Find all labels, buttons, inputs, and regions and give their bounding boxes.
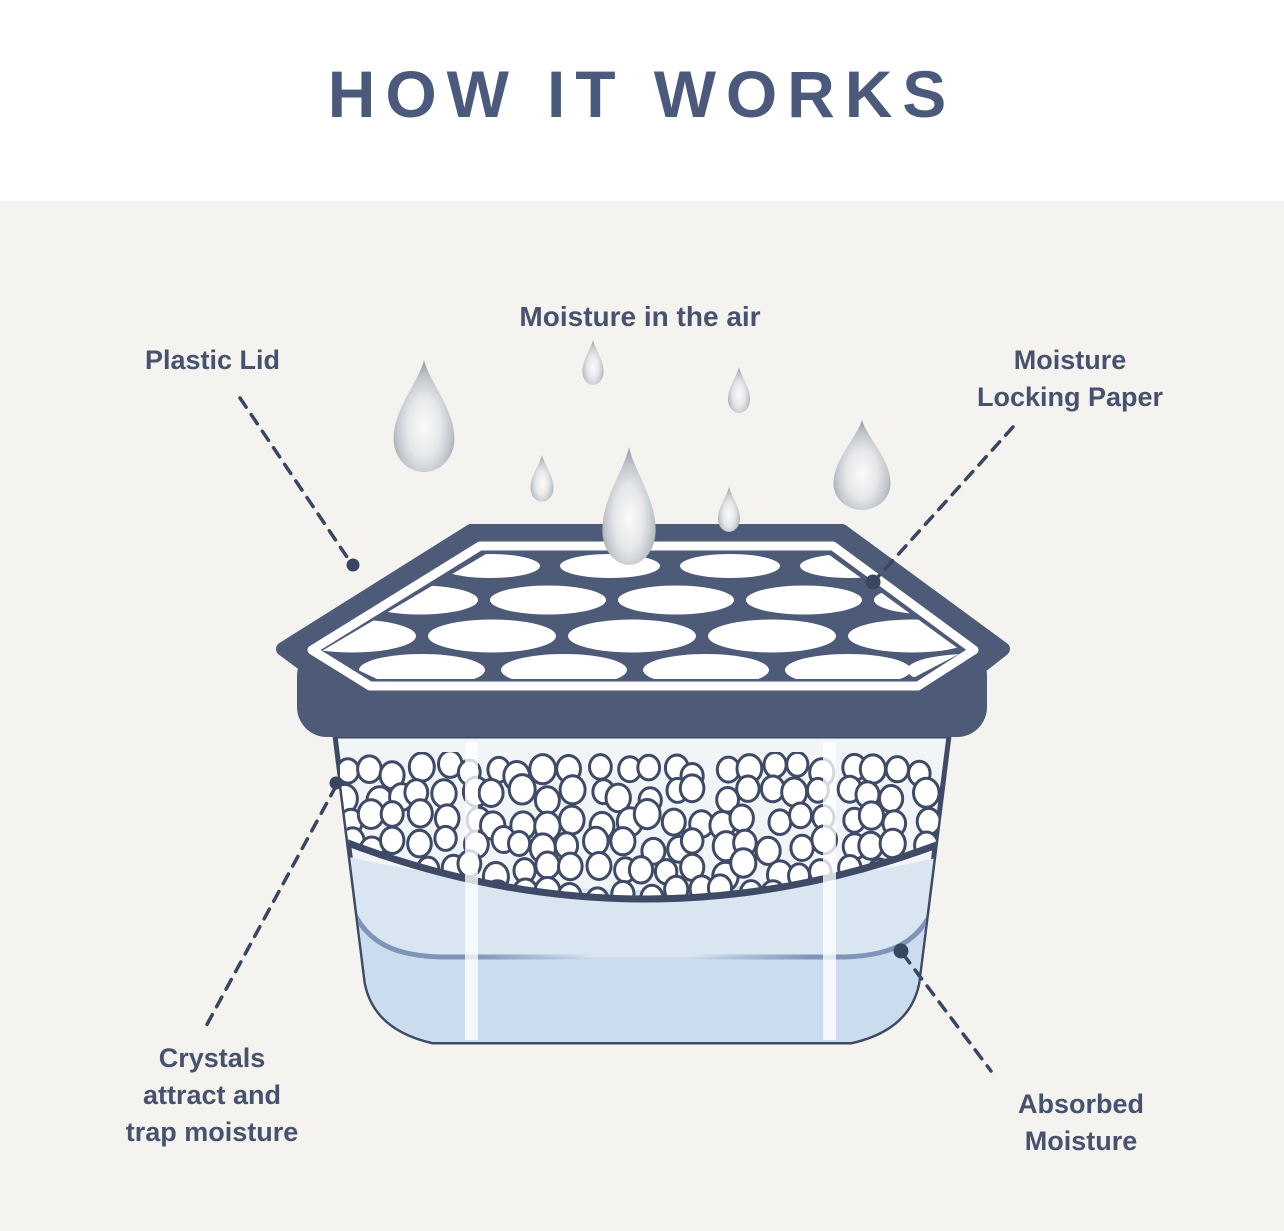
lid-inner-edge — [307, 541, 979, 691]
water-droplet-icon — [582, 340, 604, 385]
callout-line-locking-paper — [875, 425, 1015, 580]
water-droplet-icon — [717, 487, 741, 532]
glass-highlight — [823, 742, 836, 1040]
callout-dot-absorbed — [893, 943, 909, 959]
container-lid — [276, 524, 1010, 737]
callout-dot-locking-paper — [865, 574, 881, 590]
water-droplet-icon — [393, 360, 455, 473]
callout-dots — [329, 558, 909, 959]
label-crystals: Crystals attract and trap moisture — [125, 1043, 299, 1147]
water-droplet-icon — [530, 455, 554, 502]
label-plastic-lid: Plastic Lid — [145, 345, 281, 375]
callout-line-absorbed — [901, 952, 993, 1073]
water-droplet-icon — [833, 420, 891, 511]
callout-line-plastic-lid — [238, 396, 351, 562]
glass-highlight — [465, 742, 478, 1040]
label-absorbed-moisture: Absorbed Moisture — [1017, 1089, 1144, 1156]
label-moisture-locking-paper: Moisture Locking Paper — [976, 345, 1164, 412]
callout-line-crystals — [202, 784, 338, 1032]
callout-lines — [202, 396, 1015, 1073]
water-droplet-icon — [602, 447, 656, 565]
water-droplet-icon — [727, 367, 751, 414]
callout-dot-crystals — [329, 776, 343, 790]
label-moisture-in-the-air: Moisture in the air — [519, 301, 761, 332]
crystal-tray-curve — [338, 836, 949, 903]
container-body — [332, 733, 952, 1045]
page-title: HOW IT WORKS — [327, 57, 957, 131]
absorbed-water — [340, 855, 949, 1042]
callout-dot-plastic-lid — [346, 558, 360, 572]
